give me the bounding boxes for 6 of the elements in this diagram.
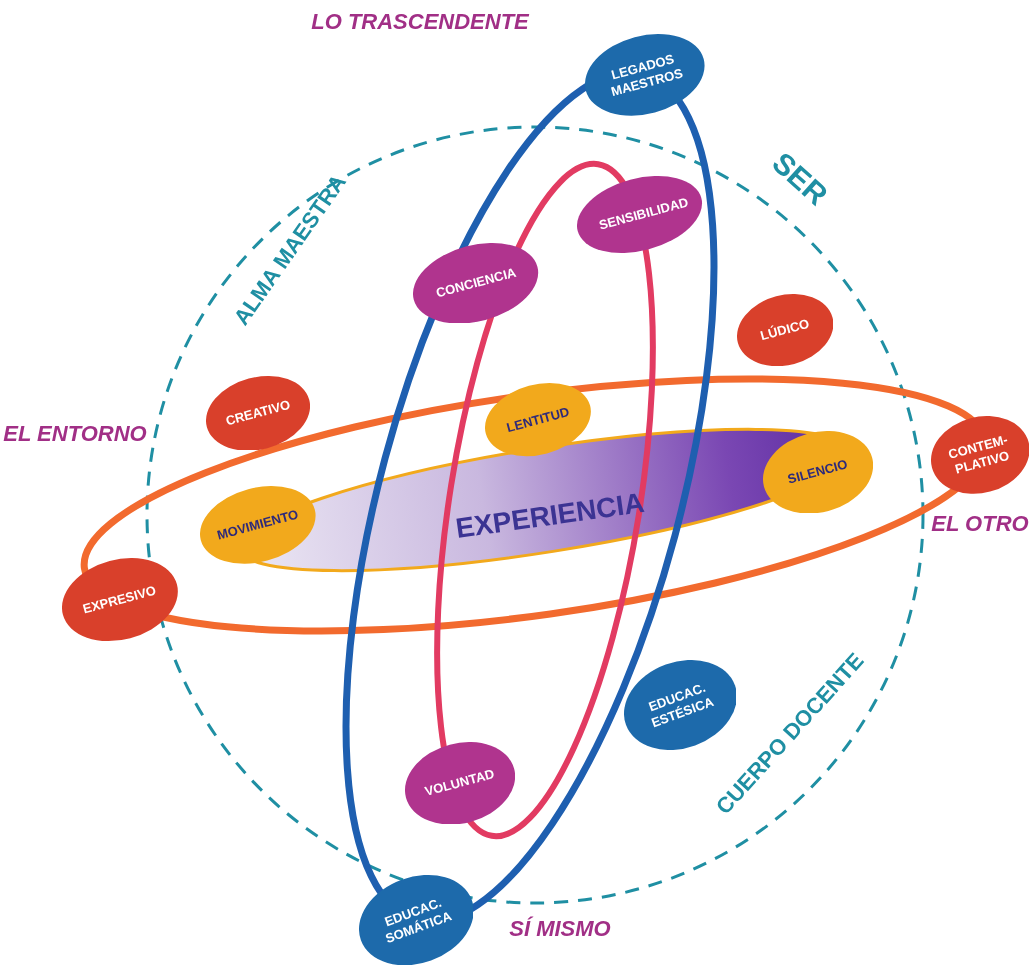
region-label: EL ENTORNO bbox=[2, 420, 148, 448]
region-label: LO TRASCENDENTE bbox=[310, 8, 530, 36]
center-text: EXPERIENCIA bbox=[420, 480, 680, 550]
ellipse-node: LÚDICO bbox=[736, 293, 834, 367]
region-label: EL OTRO bbox=[930, 510, 1030, 538]
region-label: SÍ MISMO bbox=[508, 915, 612, 943]
